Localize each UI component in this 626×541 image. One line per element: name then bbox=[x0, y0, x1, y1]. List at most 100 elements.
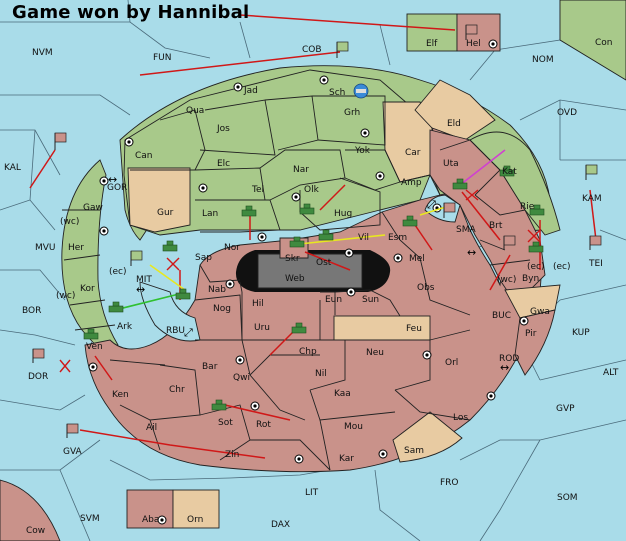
region-aba bbox=[126, 489, 174, 529]
sea-label-nvm: NVM bbox=[32, 48, 53, 58]
province-label-chr: Chr bbox=[169, 385, 185, 395]
coast-tag: (ec) bbox=[553, 262, 571, 272]
province-label-ken: Ken bbox=[112, 390, 129, 400]
army-unit-icon[interactable] bbox=[528, 241, 544, 253]
province-label-hug: Hug bbox=[334, 209, 352, 219]
province-label-sap: Sap bbox=[195, 253, 212, 263]
sea-label-svm: SVM bbox=[80, 514, 100, 524]
supply-center-icon bbox=[235, 355, 245, 365]
flag-marker-icon bbox=[336, 41, 349, 58]
sea-label-alt: ALT bbox=[603, 368, 619, 378]
province-label-obs: Obs bbox=[417, 283, 435, 293]
army-unit-icon[interactable] bbox=[241, 205, 257, 217]
supply-center-icon bbox=[257, 232, 267, 242]
sea-label-kal: KAL bbox=[4, 163, 21, 173]
supply-center-icon bbox=[486, 391, 496, 401]
supply-center-icon bbox=[157, 515, 167, 525]
coast-tag: (wc) bbox=[497, 275, 516, 285]
flag-marker-icon bbox=[465, 24, 478, 40]
province-label-zin: Zin bbox=[225, 450, 239, 460]
diagonal-arrow-icon: ⤢ bbox=[427, 198, 436, 211]
supply-center-icon bbox=[225, 279, 235, 289]
army-unit-icon[interactable] bbox=[289, 236, 305, 248]
province-label-skr: Skr bbox=[285, 254, 300, 264]
province-label-nog: Nog bbox=[213, 304, 231, 314]
province-label-lan: Lan bbox=[202, 209, 218, 219]
province-label-jad: Jad bbox=[243, 86, 258, 96]
army-unit-icon[interactable] bbox=[108, 301, 124, 313]
sea-label-buc: BUC bbox=[492, 311, 511, 321]
province-label-los: Los bbox=[453, 413, 468, 423]
province-label-amp: Amp bbox=[401, 178, 422, 188]
sea-label-mit: MIT bbox=[136, 275, 152, 285]
sea-label-cow: Cow bbox=[26, 526, 45, 536]
province-label-hil: Hil bbox=[252, 299, 264, 309]
province-label-aba: Aba bbox=[142, 515, 159, 525]
province-label-kaa: Kaa bbox=[334, 389, 351, 399]
province-label-ail: Ail bbox=[146, 423, 157, 433]
army-unit-icon[interactable] bbox=[162, 240, 178, 252]
army-unit-icon[interactable] bbox=[175, 288, 191, 300]
province-label-elf: Elf bbox=[426, 39, 438, 49]
sea-label-tei: TEI bbox=[588, 259, 603, 269]
sea-label-gvp: GVP bbox=[556, 404, 575, 414]
province-label-nor: Nor bbox=[224, 243, 240, 253]
province-label-gaw: Gaw bbox=[83, 203, 103, 213]
region-orn bbox=[172, 489, 220, 529]
province-label-qua: Qua bbox=[186, 106, 204, 116]
supply-center-icon bbox=[488, 39, 498, 49]
supply-center-icon bbox=[250, 401, 260, 411]
province-label-sun: Sun bbox=[362, 295, 379, 305]
supply-center-icon bbox=[198, 183, 208, 193]
province-label-nab: Nab bbox=[208, 285, 226, 295]
coast-tag: (ec) bbox=[527, 262, 545, 272]
province-label-nil: Nil bbox=[315, 369, 327, 379]
sea-label-lit: LIT bbox=[305, 488, 319, 498]
province-label-gwa: Gwa bbox=[530, 307, 550, 317]
province-label-sam: Sam bbox=[404, 446, 424, 456]
order-arrows bbox=[29, 14, 597, 459]
province-label-web: Web bbox=[285, 274, 305, 284]
supply-center-icon bbox=[375, 171, 385, 181]
army-unit-icon[interactable] bbox=[402, 215, 418, 227]
fleet-unit-icon[interactable] bbox=[353, 83, 369, 99]
army-unit-icon[interactable] bbox=[452, 178, 468, 190]
province-label-nar: Nar bbox=[293, 165, 309, 175]
region-pir bbox=[514, 309, 556, 376]
province-label-chp: Chp bbox=[299, 347, 317, 357]
army-unit-icon[interactable] bbox=[299, 203, 315, 215]
province-label-pir: Pir bbox=[525, 329, 537, 339]
supply-center-icon bbox=[99, 226, 109, 236]
supply-center-icon bbox=[319, 75, 329, 85]
coast-tag: (ec) bbox=[109, 267, 127, 277]
supply-center-icon bbox=[378, 449, 388, 459]
region-web bbox=[257, 253, 363, 289]
army-unit-icon[interactable] bbox=[83, 328, 99, 340]
army-unit-icon[interactable] bbox=[291, 322, 307, 334]
province-label-uru: Uru bbox=[254, 323, 270, 333]
double-arrow-icon: ↔ bbox=[136, 283, 145, 296]
province-label-gur: Gur bbox=[157, 208, 174, 218]
army-unit-icon[interactable] bbox=[211, 399, 227, 411]
sea-label-rbu: RBU bbox=[166, 326, 185, 336]
flag-marker-icon bbox=[585, 164, 598, 180]
double-arrow-icon: ↔ bbox=[467, 246, 476, 259]
lake-rbu bbox=[139, 281, 201, 342]
coast-tag: (wc) bbox=[56, 291, 75, 301]
sea-label-kam: KAM bbox=[582, 194, 602, 204]
sea-label-ovd: OVD bbox=[557, 108, 577, 118]
province-label-eld: Eld bbox=[447, 119, 461, 129]
sea-label-kup: KUP bbox=[572, 328, 590, 338]
province-label-qwi: Qwi bbox=[233, 373, 250, 383]
province-label-sch: Sch bbox=[329, 88, 345, 98]
army-unit-icon[interactable] bbox=[529, 204, 545, 216]
province-label-rot: Rot bbox=[256, 420, 271, 430]
army-unit-icon[interactable] bbox=[499, 165, 515, 177]
province-label-ven: Ven bbox=[86, 342, 103, 352]
supply-center-icon bbox=[422, 350, 432, 360]
sea-label-rod: ROD bbox=[499, 354, 519, 364]
army-unit-icon[interactable] bbox=[318, 229, 334, 241]
convoy-markers: ↔ ↔ ⤢ ⤢ ↔ ↔ bbox=[108, 173, 509, 374]
supply-center-icon bbox=[344, 248, 354, 258]
